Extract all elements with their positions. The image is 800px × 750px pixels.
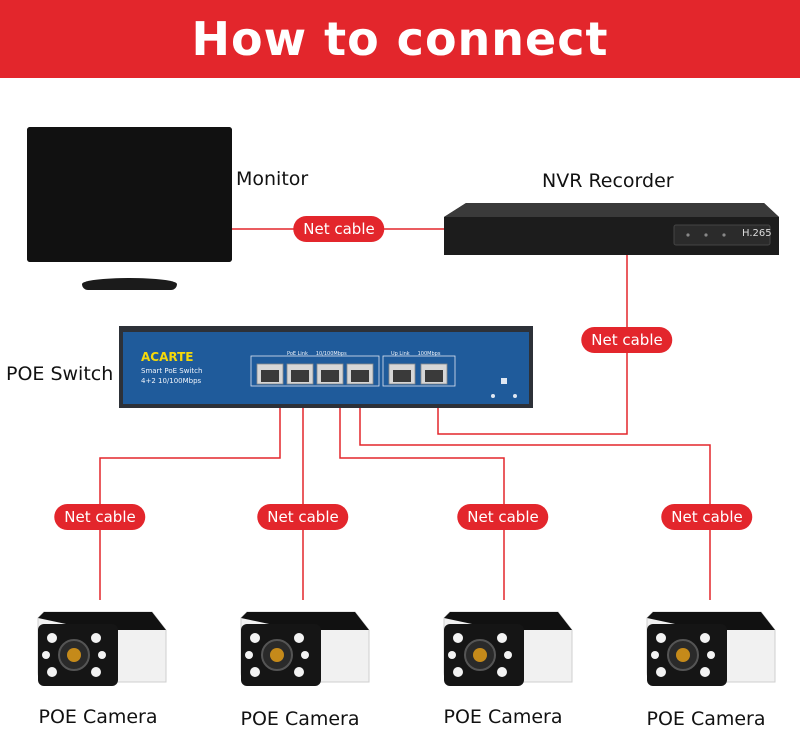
page-title: How to connect <box>191 12 609 66</box>
title-banner: How to connect <box>0 0 800 78</box>
switch-spec: 4+2 10/100Mbps <box>141 377 202 385</box>
switch-model: Smart PoE Switch <box>141 367 203 375</box>
nvr-recorder: H.265 <box>444 203 779 255</box>
nvr-badge: H.265 <box>742 228 772 239</box>
switch-uplink-group-label: Up Link 100Mbps <box>391 351 441 357</box>
cable-label-monitor-nvr: Net cable <box>293 216 385 242</box>
camera-label-4: POE Camera <box>646 708 766 730</box>
camera-label-3: POE Camera <box>443 706 563 728</box>
cable-label-camera-1: Net cable <box>54 504 146 530</box>
switch-poe-group-label: PoE Link 10/100Mbps <box>287 351 347 357</box>
switch-label: POE Switch <box>6 363 114 385</box>
camera-label-1: POE Camera <box>38 706 158 728</box>
poe-camera-3 <box>440 598 575 693</box>
poe-switch: ACARTE Smart PoE Switch 4+2 10/100Mbps P… <box>119 326 533 408</box>
poe-camera-4 <box>643 598 778 693</box>
nvr-label: NVR Recorder <box>542 170 674 192</box>
cable-label-camera-3: Net cable <box>457 504 549 530</box>
poe-camera-2 <box>237 598 372 693</box>
cable-label-nvr-switch: Net cable <box>581 327 673 353</box>
camera-label-2: POE Camera <box>240 708 360 730</box>
monitor-base <box>82 278 177 290</box>
monitor-label: Monitor <box>236 168 309 190</box>
cable-label-camera-4: Net cable <box>661 504 753 530</box>
monitor-stand <box>27 127 232 262</box>
switch-brand: ACARTE <box>141 350 194 364</box>
poe-camera-1 <box>34 598 169 693</box>
cable-label-camera-2: Net cable <box>257 504 349 530</box>
